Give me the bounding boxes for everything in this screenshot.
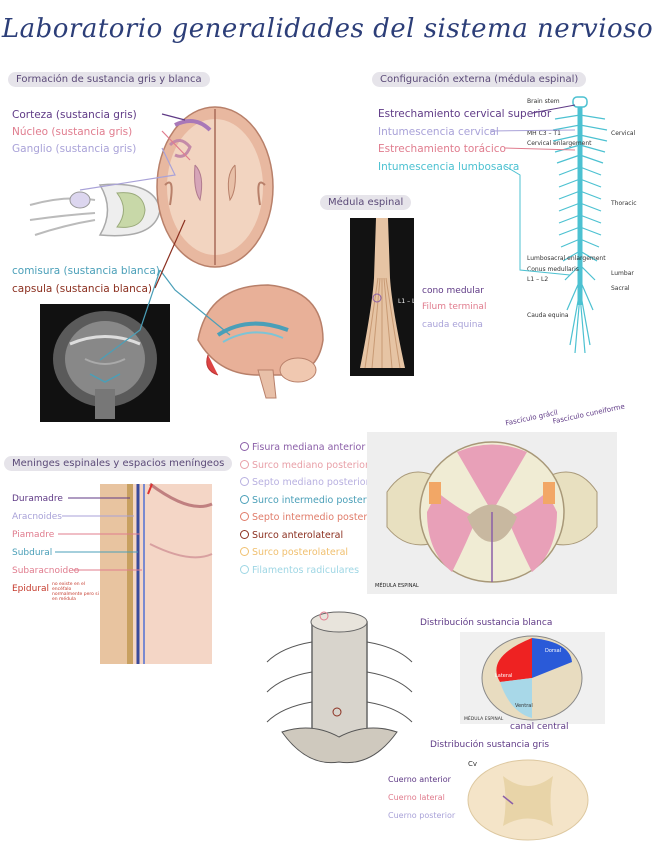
label-cuerno-anterior: Cuerno anterior (388, 775, 451, 784)
legend-item: Septo mediano posterior (240, 477, 370, 488)
label-estrechamiento-cervical: Estrechamiento cervical superior (378, 108, 552, 120)
mri-coronal-image (40, 304, 170, 422)
legend-label: Surco mediano posterior (252, 459, 369, 471)
legend-item: Filamentos radiculares (240, 564, 360, 576)
label-cono-medular: cono medular (422, 286, 484, 296)
section-header-gray-white: Formación de sustancia gris y blanca (8, 72, 210, 87)
white-label-lateral: Lateral (495, 673, 512, 679)
white-matter-image: Dorsal Lateral Ventral MÉDULA ESPINAL (460, 632, 605, 724)
label-aracnoides: Aracnoides (12, 512, 62, 522)
gray-matter-image: Cv (467, 759, 589, 841)
white-ventral-sky (500, 678, 532, 718)
label-duramadre: Duramadre (12, 494, 63, 504)
white-label-ventral: Ventral (515, 703, 533, 709)
spine-label-cauda: Cauda equina (527, 312, 569, 319)
section-header-white-dist: Distribución sustancia blanca (420, 618, 553, 628)
label-epidural: Epidural (12, 584, 50, 594)
legend-marker-icon (240, 512, 249, 521)
cross-section-tag: MÉDULA ESPINAL (375, 581, 419, 589)
ganglion-sketch (29, 183, 161, 237)
vertebral-column-image (266, 611, 413, 764)
section-header-external: Configuración externa (médula espinal) (372, 72, 587, 87)
legend-item: Surco anterolateral (240, 529, 344, 541)
spine-label-cervical: Cervical (611, 130, 636, 137)
label-cauda-equina: cauda equina (422, 320, 483, 330)
label-epidural-note: no existe en el encéfalo normalmente per… (52, 582, 99, 602)
spine-label-c3t1: MH C3 – T1 (527, 130, 561, 137)
spine-label-cervical-enl: Cervical enlargement (527, 140, 592, 147)
gray-label-cv: Cv (468, 760, 477, 768)
label-cuerno-posterior: Cuerno posterior (388, 811, 456, 820)
label-corteza: Corteza (sustancia gris) (12, 109, 137, 121)
legend-marker-icon (240, 477, 249, 486)
label-cuerno-lateral: Cuerno lateral (388, 793, 445, 802)
spine-label-conus: Conus medullaris (527, 266, 579, 273)
legend-item: Fisura mediana anterior (240, 442, 365, 453)
section-header-meninges: Meninges espinales y espacios meníngeos (4, 456, 233, 471)
medulla-photo (350, 218, 414, 376)
legend-item: Septo intermedio posterior (240, 512, 380, 523)
white-label-dorsal: Dorsal (545, 648, 561, 654)
legend-label: Septo mediano posterior (252, 477, 370, 488)
white-lateral-red (496, 638, 532, 682)
section-header-gray-dist: Distribución sustancia gris (430, 740, 550, 750)
legend-marker-icon (240, 494, 249, 504)
label-subdural: Subdural (12, 548, 53, 558)
label-subaracnoideo: Subaracnoideo (12, 566, 80, 576)
legend-label: Surco anterolateral (252, 529, 344, 541)
legend-marker-icon (240, 564, 249, 574)
label-intumescencia-cervical: Intumescencia cervical (378, 126, 499, 138)
spine-label-brainstem: Brain stem (527, 98, 560, 105)
legend-label: Surco intermedio posterior (252, 494, 379, 506)
label-comisura: comisura (sustancia blanca) (12, 265, 160, 277)
spinal-cross-section-image: MÉDULA ESPINAL (367, 432, 617, 594)
label-estrechamiento-toracico: Estrechamiento torácico (378, 143, 506, 155)
spine-label-lumbar: Lumbar (611, 270, 634, 277)
label-intumescencia-lumbosacra: Intumescencia lumbosacra (378, 161, 520, 173)
page-title: Laboratorio generalidades del sistema ne… (1, 14, 654, 44)
white-dorsal-blue (532, 638, 572, 678)
label-filum-terminal: Filum terminal (422, 302, 487, 312)
legend-item: Surco intermedio posterior (240, 494, 379, 506)
spine-diagram: Brain stem MH C3 – T1 Cervical enlargeme… (527, 96, 637, 354)
label-ganglio: Ganglio (sustancia gris) (12, 143, 137, 155)
brain-sagittal-image (197, 284, 324, 399)
label-nucleo: Núcleo (sustancia gris) (12, 126, 133, 138)
legend-marker-icon (240, 547, 249, 556)
label-piamadre: Piamadre (12, 530, 55, 540)
meninges-image (100, 482, 213, 664)
legend-label: Septo intermedio posterior (252, 512, 380, 523)
label-l1l2: L1 – L2 (398, 298, 420, 305)
label-canal-central: canal central (510, 722, 569, 732)
spine-label-lumbosacral: Lumbosacral enlargement (527, 255, 606, 262)
spine-label-sacral: Sacral (611, 285, 630, 292)
spine-label-thoracic: Thoracic (610, 200, 637, 207)
legend-label: Fisura mediana anterior (252, 442, 366, 453)
label-capsula: capsula (sustancia blanca) (12, 283, 153, 295)
legend-label: Filamentos radiculares (252, 564, 360, 576)
spine-label-l1l2: L1 – L2 (527, 276, 548, 283)
white-tag: MÉDULA ESPINAL (464, 714, 504, 722)
brain-axial-image (156, 106, 274, 268)
legend-item: Surco posterolateral (240, 547, 348, 558)
legend-item: Surco mediano posterior (240, 459, 369, 471)
legend-marker-icon (240, 442, 249, 451)
legend-marker-icon (240, 529, 249, 539)
legend-label: Surco posterolateral (252, 547, 349, 558)
section-header-medulla: Médula espinal (320, 195, 412, 210)
legend-marker-icon (240, 459, 249, 469)
